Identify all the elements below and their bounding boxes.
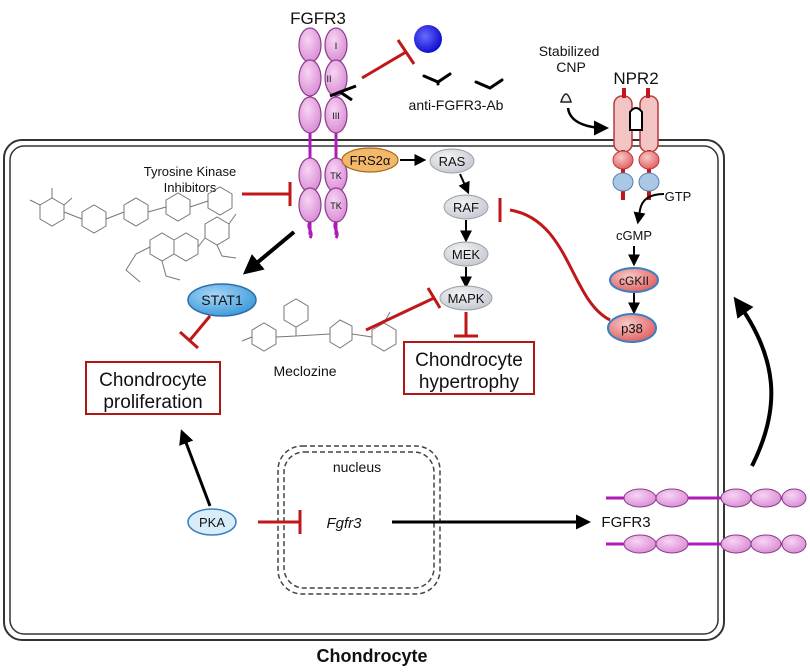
nucleus [277,445,441,595]
cell-label: Chondrocyte [316,646,427,666]
pka-to-proliferation-arrow [179,429,212,507]
nucleus-label: nucleus [333,459,381,475]
fgfr3-receptor-dimer: I II III TK TK [298,27,348,239]
p38-node [607,313,657,343]
raf-label: RAF [453,200,479,215]
stat1-inhibits-proliferation [188,315,212,341]
meclozine-inhibits-mapk-bar [426,287,442,309]
proliferation-box: Chondrocyte proliferation [85,361,221,415]
free-antibodies [422,72,504,90]
domain-i-label: I [335,41,338,51]
ras-node [429,148,475,174]
antibody-bound [329,84,357,102]
mek-node [443,241,489,267]
hypertrophy-line1: Chondrocyte [415,350,523,371]
proliferation-line1: Chondrocyte [99,370,207,391]
hypertrophy-box: Chondrocyte hypertrophy [403,341,535,395]
tk-label-1: TK [330,171,342,181]
meclozine-structure [241,298,397,352]
cnp-binding-arrow [566,107,609,136]
stat1-label: STAT1 [201,292,243,308]
frs2a-label: FRS2α [350,153,391,168]
meclozine-label: Meclozine [273,363,336,379]
antibody-label: anti-FGFR3-Ab [409,97,504,113]
fgfr3-new-receptors [606,488,807,554]
mapk-label: MAPK [448,291,485,306]
p38-label: p38 [621,321,643,336]
cnp-molecule [559,93,573,103]
ras-to-raf-arrow [458,173,470,195]
tki-label-line1: Tyrosine Kinase [144,164,237,179]
pka-node [187,508,237,536]
raf-node [443,194,489,220]
gtp-label: GTP [665,189,692,204]
fgfr3-new-label: FGFR3 [601,514,650,531]
cnp-label: Stabilized CNP [539,43,604,75]
npr2-label: NPR2 [613,69,658,88]
cgkii-node [609,267,659,293]
antibody-inhibit-ligand [361,39,416,80]
npr2-receptor [612,88,660,200]
domain-ii-label: II [326,74,331,84]
proliferation-line2: proliferation [103,392,202,413]
pka-label: PKA [199,515,225,530]
tk-label-2: TK [330,201,342,211]
domain-iii-label: III [332,111,340,121]
fgfr3-label-top: FGFR3 [290,9,346,28]
p38-inhibits-raf [509,208,611,322]
cell-membrane [3,139,725,641]
frs2a-node [341,147,399,173]
cnp-label-line2: CNP [556,59,586,75]
tki-label-line2: Inhibitors [164,180,217,195]
meclozine-inhibits-mapk [365,296,435,332]
cgmp-label: cGMP [616,228,652,243]
stat1-node [187,283,257,317]
stat1-inhibits-proliferation-bar [179,330,199,350]
ras-label: RAS [439,154,466,169]
fgfr3-trafficking-arrow [733,296,774,467]
mek-label: MEK [452,247,481,262]
hypertrophy-line2: hypertrophy [419,372,520,393]
receptor-to-stat1-arrow [242,230,296,275]
fgfr3-gene-label: Fgfr3 [326,515,362,532]
tki-structure-1 [29,186,233,234]
fgf-ligand [414,25,442,53]
cgkii-label: cGKII [619,274,649,288]
cnp-label-line1: Stabilized [539,43,600,59]
tki-structure-2 [125,213,237,283]
mapk-node [439,285,493,311]
gtp-arrow [633,193,665,225]
